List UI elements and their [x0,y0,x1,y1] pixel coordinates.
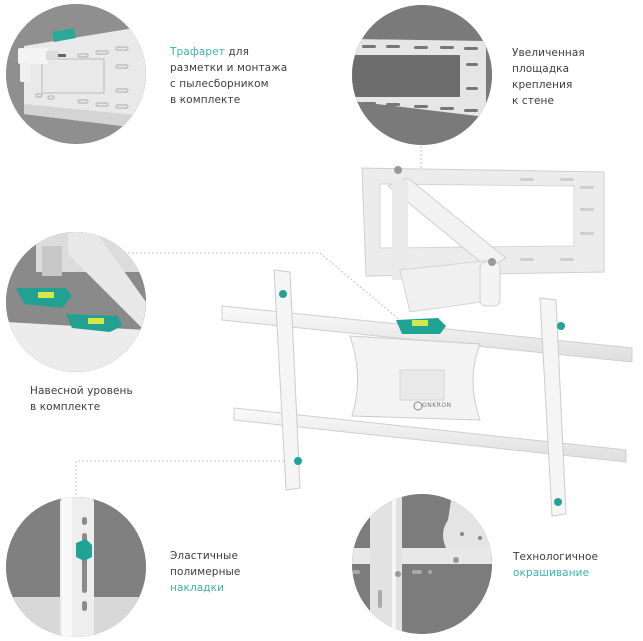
connector-level [128,252,403,323]
caption-line: в комплекте [170,94,241,106]
caption-line: накладки [170,582,225,594]
caption-line: полимерные [170,566,241,578]
polymer-pad-closeup-image [6,497,146,637]
stencil-caption: Трафарет для разметки и монтажа с пылесб… [170,44,287,108]
stencil-closeup-image [6,4,146,144]
caption-line: с пылесборником [170,78,269,90]
coating-closeup-image [352,494,492,634]
caption-line: к стене [512,95,555,107]
connector-pads [75,460,296,503]
wall-plate-closeup-image [352,5,492,145]
caption-line: Эластичные [170,550,239,562]
coating-caption: Технологичное окрашивание [513,549,598,581]
wall-plate-caption: Увеличенная площадка крепления к стене [512,45,585,109]
caption-line: Навесной уровень [30,385,133,397]
caption-line: площадка [512,63,570,75]
caption-line: окрашивание [513,567,590,579]
brand-logo: ONKRON [422,402,452,409]
caption-line: разметки и монтажа [170,62,288,74]
pads-caption: Эластичные полимерные накладки [170,548,241,596]
caption-line: крепления [512,79,573,91]
caption-line: Трафарет для [170,44,287,60]
caption-line: в комплекте [30,401,101,413]
caption-text: для [224,46,249,58]
level-caption: Навесной уровень в комплекте [30,383,133,415]
caption-accent: Трафарет [170,46,225,58]
caption-line: Технологичное [513,551,599,563]
caption-line: Увеличенная [512,47,585,59]
bubble-level-closeup-image [6,232,146,372]
